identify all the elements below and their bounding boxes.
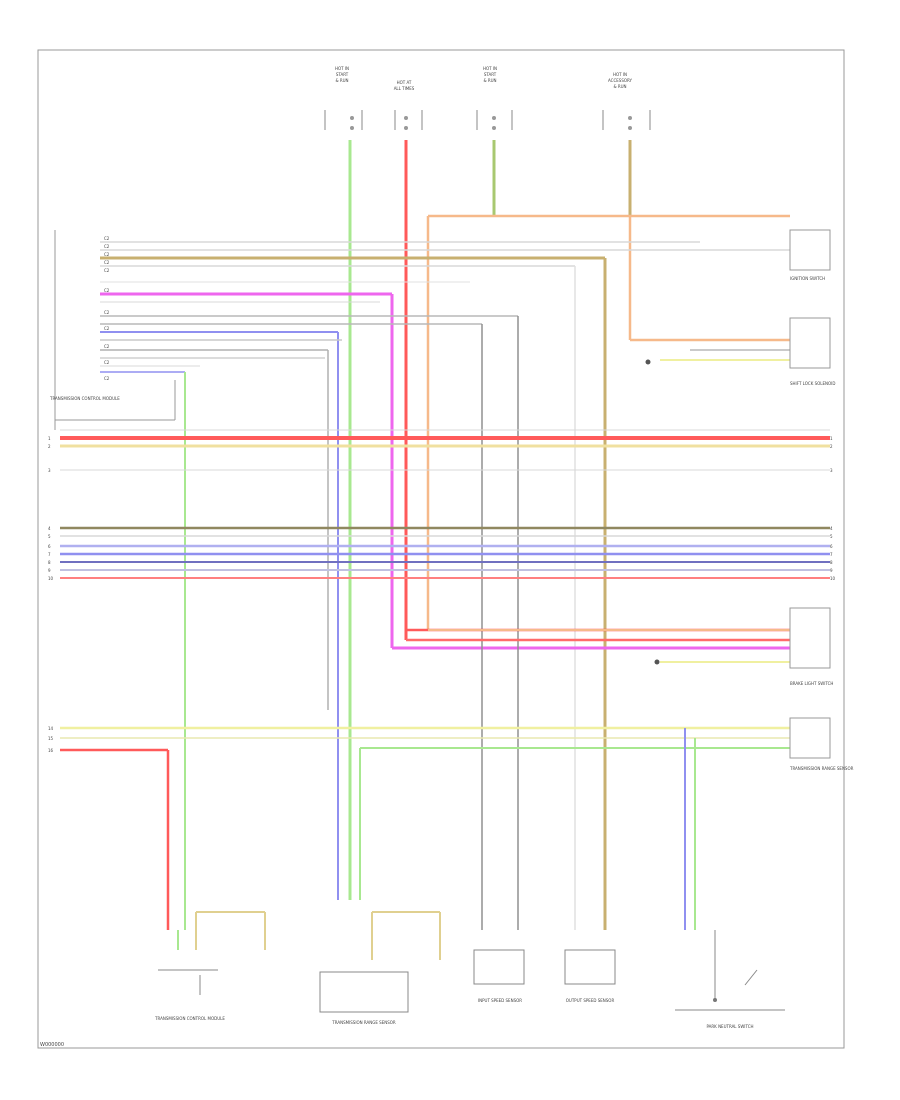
output-speed-sensor-label: OUTPUT SPEED SENSOR (566, 998, 615, 1003)
fuse-1-line3: & RUN (335, 78, 348, 83)
ignition-switch-box (789, 229, 831, 271)
svg-text:3: 3 (48, 468, 51, 473)
ignition-switch-group (700, 229, 831, 271)
svg-text:8: 8 (830, 560, 833, 565)
park-neutral-switch-label: PARK NEUTRAL SWITCH (707, 1024, 754, 1029)
fuse-2-line2: ALL TIMES (394, 86, 415, 91)
tcm-upper-label: TRANSMISSION CONTROL MODULE (49, 396, 120, 401)
brake-light-switch-group (406, 607, 831, 669)
fuse-label-3: HOT IN START & RUN (483, 66, 497, 83)
svg-text:3: 3 (830, 468, 833, 473)
svg-text:C2: C2 (104, 252, 110, 257)
fuse-brackets (324, 110, 651, 130)
trans-range-right-label: TRANSMISSION RANGE SENSOR (789, 766, 854, 771)
fuse-4-line1: HOT IN (613, 72, 627, 77)
lower-bus (60, 726, 790, 930)
svg-text:9: 9 (48, 568, 51, 573)
upper-harness (100, 241, 790, 930)
trans-range-bottom-label: TRANSMISSION RANGE SENSOR (331, 1020, 396, 1025)
svg-text:C2: C2 (104, 244, 110, 249)
svg-text:4: 4 (48, 526, 51, 531)
fuse-label-4: HOT IN ACCESSORY & RUN (608, 72, 633, 89)
trans-range-sensor-bottom (319, 911, 441, 1013)
output-speed-sensor (564, 949, 616, 985)
tcm-connector-bracket (54, 230, 176, 430)
tcm-lower-label: TRANSMISSION CONTROL MODULE (154, 1016, 225, 1021)
svg-text:C2: C2 (104, 310, 110, 315)
ignition-switch-label: IGNITION SWITCH (790, 276, 825, 281)
tcm-lower-group (158, 911, 266, 995)
shift-lock-group (645, 317, 831, 369)
fuse-label-2: HOT AT ALL TIMES (394, 80, 415, 91)
svg-text:7: 7 (830, 552, 833, 557)
svg-text:1: 1 (48, 436, 51, 441)
svg-text:4: 4 (830, 526, 833, 531)
svg-text:C2: C2 (104, 360, 110, 365)
middle-bus-2 (60, 526, 830, 579)
fuse-label-1: HOT IN START & RUN (335, 66, 349, 83)
svg-text:1: 1 (830, 436, 833, 441)
svg-text:C2: C2 (104, 326, 110, 331)
svg-text:8: 8 (48, 560, 51, 565)
svg-text:7: 7 (48, 552, 51, 557)
lower-bus-pin-labels: 14 15 16 (48, 726, 54, 753)
fuse-3-line2: START (484, 72, 497, 77)
park-neutral-switch (675, 930, 785, 1011)
svg-text:2: 2 (48, 444, 51, 449)
svg-text:5: 5 (830, 534, 833, 539)
input-speed-sensor-label: INPUT SPEED SENSOR (478, 998, 522, 1003)
bus1-pin-labels: 1 2 3 1 2 3 (48, 436, 833, 473)
svg-text:10: 10 (48, 576, 54, 581)
svg-text:16: 16 (48, 748, 54, 753)
input-speed-sensor (473, 949, 525, 985)
fuse-3-line3: & RUN (483, 78, 496, 83)
svg-text:5: 5 (48, 534, 51, 539)
brake-switch-box (789, 607, 831, 669)
svg-text:6: 6 (48, 544, 51, 549)
footer-code: W000000 (40, 1042, 64, 1048)
svg-text:15: 15 (48, 736, 54, 741)
middle-bus-1 (60, 429, 830, 471)
svg-text:9: 9 (830, 568, 833, 573)
shift-lock-box (789, 317, 831, 369)
bus2-pin-labels: 4 5 6 7 8 9 10 4 5 6 7 8 9 10 (48, 526, 836, 581)
fuse-1-line2: START (336, 72, 349, 77)
svg-text:10: 10 (830, 576, 836, 581)
svg-text:C2: C2 (104, 260, 110, 265)
fuse-4-line2: ACCESSORY (608, 78, 633, 83)
svg-text:C2: C2 (104, 268, 110, 273)
fuse-4-line3: & RUN (613, 84, 626, 89)
trans-range-sensor-right (789, 717, 831, 759)
fuse-2-line1: HOT AT (397, 80, 412, 85)
svg-text:14: 14 (48, 726, 54, 731)
fuse-3-line1: HOT IN (483, 66, 497, 71)
fuse-1-line1: HOT IN (335, 66, 349, 71)
diagram-frame (37, 49, 845, 1049)
svg-text:C2: C2 (104, 376, 110, 381)
brake-light-switch-label: BRAKE LIGHT SWITCH (790, 681, 833, 686)
svg-text:C2: C2 (104, 288, 110, 293)
fuse-symbols (350, 116, 632, 130)
shift-lock-solenoid-label: SHIFT LOCK SOLENOID (790, 381, 835, 386)
svg-text:C2: C2 (104, 344, 110, 349)
svg-text:2: 2 (830, 444, 833, 449)
top-fuse-group: HOT IN START & RUN HOT AT ALL TIMES HOT … (324, 66, 651, 130)
svg-text:6: 6 (830, 544, 833, 549)
svg-text:C2: C2 (104, 236, 110, 241)
